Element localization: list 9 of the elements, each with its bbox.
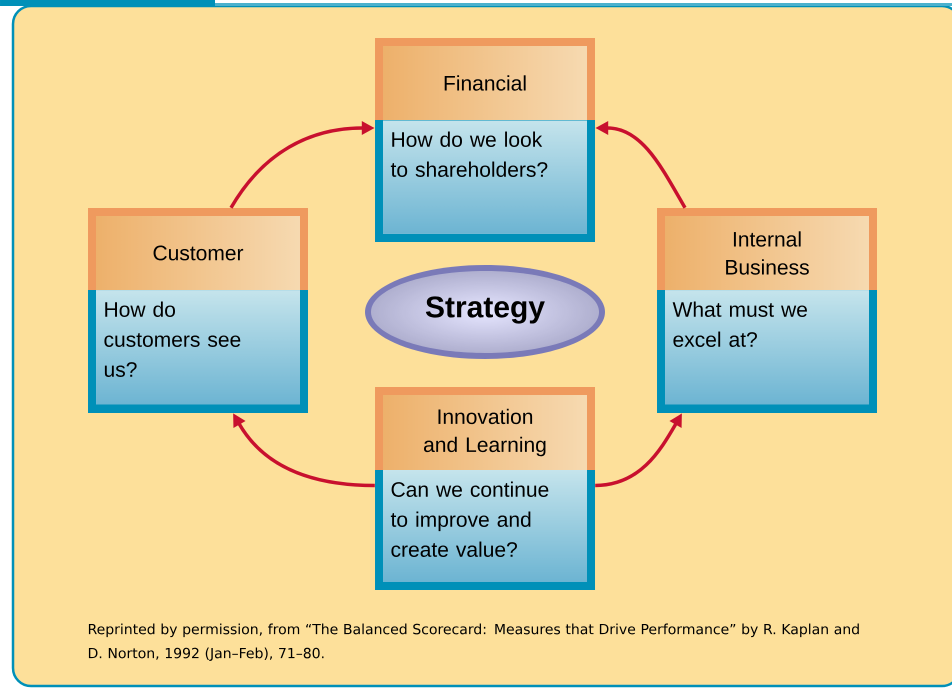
- node-label: Internal Business: [726, 231, 809, 275]
- scorecard-box: Financial How do we look to shareholders?: [375, 38, 595, 242]
- node-label: Customer: [154, 246, 244, 260]
- source-caption: Reprinted by permission, from “The Balanced Scorecard: Measures that Drive Performance” by R. Kaplan and D. Norton, 1992 (Jan–Feb), 71–80.: [88, 624, 859, 661]
- scorecard-box: Internal Business What must we excel at?: [657, 208, 877, 413]
- scorecard-box: Customer How do customers see us?: [88, 208, 308, 413]
- node-label: Innovation and Learning: [424, 408, 546, 456]
- node-label: Financial: [444, 75, 526, 91]
- scorecard-box: Innovation and Learning Can we continue to improve and create value?: [375, 387, 595, 590]
